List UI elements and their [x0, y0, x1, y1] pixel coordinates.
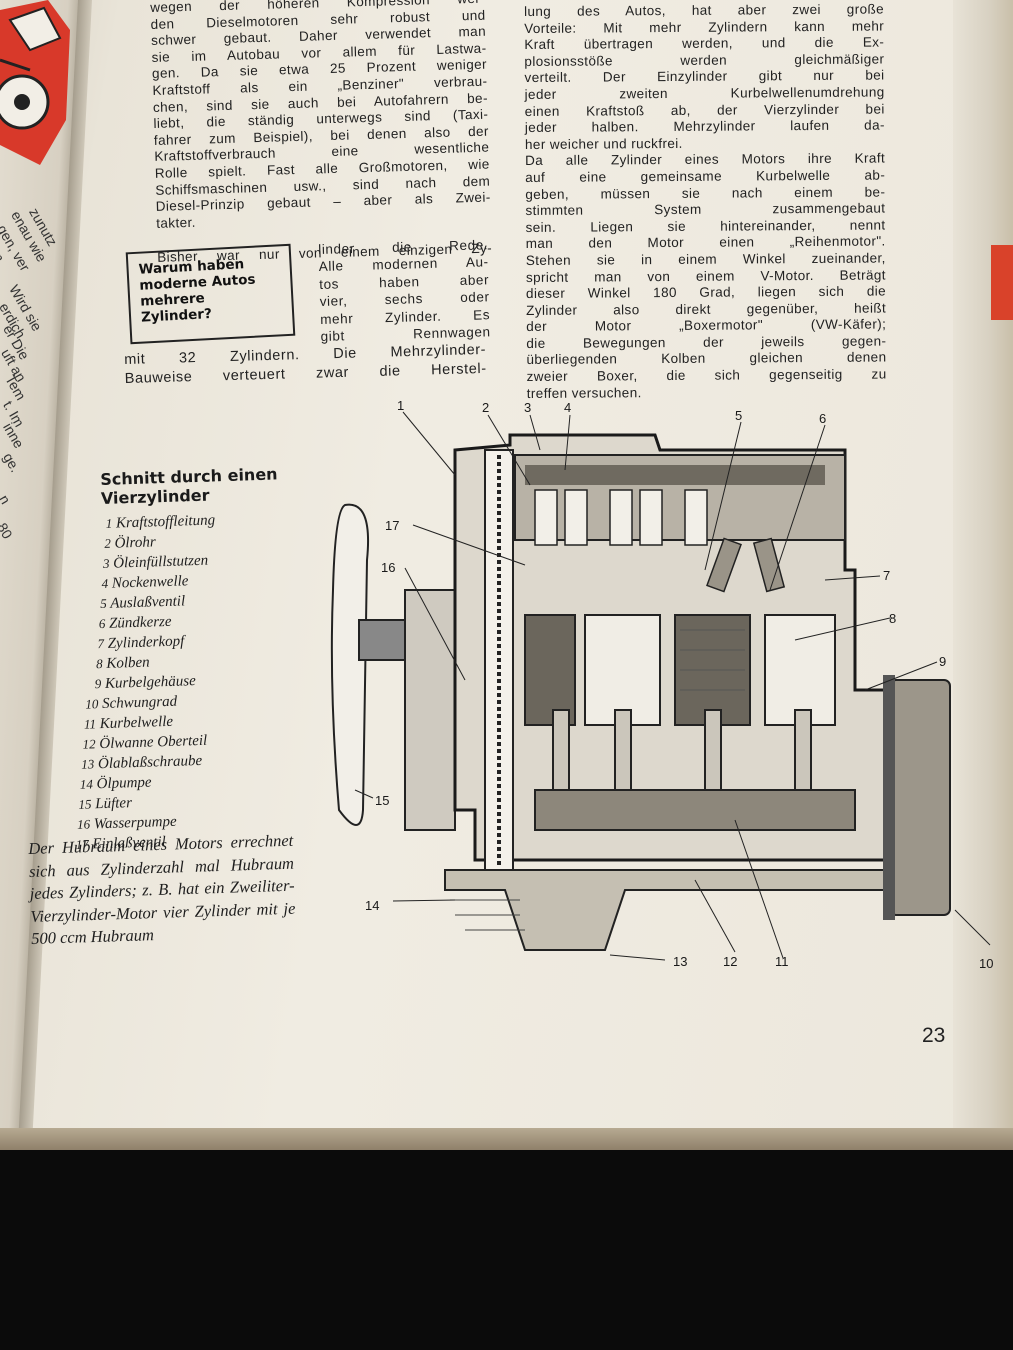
diagram-label-6: 6 — [819, 411, 826, 426]
diagram-label-15: 15 — [375, 793, 389, 808]
text-column-left: wegen der höheren Kompression wer- den D… — [150, 0, 492, 267]
diagram-label-4: 4 — [564, 400, 571, 415]
diagram-label-12: 12 — [723, 954, 737, 969]
diagram-label-5: 5 — [735, 408, 742, 423]
text-line: lung des Autos, hat aber zwei große — [524, 1, 885, 19]
diagram-legend: Schnitt durch einen Vierzylinder 1 Kraft… — [76, 464, 312, 854]
text-line: Stehen sie in einem Winkel zueinander, — [525, 250, 886, 268]
diagram-label-1: 1 — [397, 398, 404, 413]
diagram-label-7: 7 — [883, 568, 890, 583]
text-line: dieser Winkel 180 Grad, liegen sich die — [525, 283, 887, 302]
diagram-label-13: 13 — [673, 954, 687, 969]
red-cover-tab — [991, 245, 1013, 320]
text-line: auf eine gemeinsame Kurbelwelle ab- — [525, 167, 886, 185]
text-line: jeder zweiten Kurbelwellenumdrehung — [524, 84, 885, 102]
pulley-icon — [404, 589, 456, 831]
camshaft-icon — [525, 465, 825, 485]
crankshaft-icon — [534, 789, 856, 831]
text-wrap-block: linder die Rede. Alle modernen Au- tos h… — [318, 236, 491, 345]
diagram-label-9: 9 — [939, 654, 946, 669]
diagram-label-14: 14 — [365, 898, 379, 913]
sidebar-question-box: Warum haben moderne Autos mehrere Zylind… — [125, 243, 296, 345]
text-line: jeder halben. Mehrzylinder laufen da- — [524, 117, 885, 136]
valve-springs-icon — [534, 489, 708, 546]
legend-note: Der Hubraum eines Motors errechnet sich … — [28, 830, 296, 948]
fan-icon — [330, 503, 369, 826]
diagram-label-10: 10 — [979, 956, 993, 971]
diagram-label-3: 3 — [524, 400, 531, 415]
diagram-label-16: 16 — [381, 560, 395, 575]
engine-cutaway-diagram: 1 2 3 4 5 6 7 8 9 10 11 12 13 14 15 16 1… — [330, 398, 993, 971]
diagram-label-2: 2 — [482, 400, 489, 415]
oil-pan-icon — [444, 869, 886, 951]
diagram-label-8: 8 — [889, 611, 896, 626]
text-column-right: lung des Autos, hat aber zwei große Vort… — [524, 1, 887, 402]
flywheel-icon — [889, 679, 951, 916]
left-page-illustration — [0, 0, 70, 165]
spark-plug-icon — [706, 537, 786, 593]
book-cover-edge — [953, 0, 1013, 1150]
book-bottom-edge — [0, 1128, 1013, 1150]
text-line: zweier Boxer, die sich gegenseitig zu — [526, 366, 887, 385]
page-number: 23 — [922, 1024, 946, 1047]
legend-list: 1 Kraftstoffleitung 2 Ölrohr 3 Öleinfüll… — [76, 508, 312, 854]
leader-lines — [354, 411, 991, 961]
diagram-label-11: 11 — [775, 954, 789, 969]
flywheel-teeth-icon — [883, 675, 895, 920]
diagram-label-17: 17 — [385, 518, 399, 533]
pistons-icon — [524, 614, 836, 726]
